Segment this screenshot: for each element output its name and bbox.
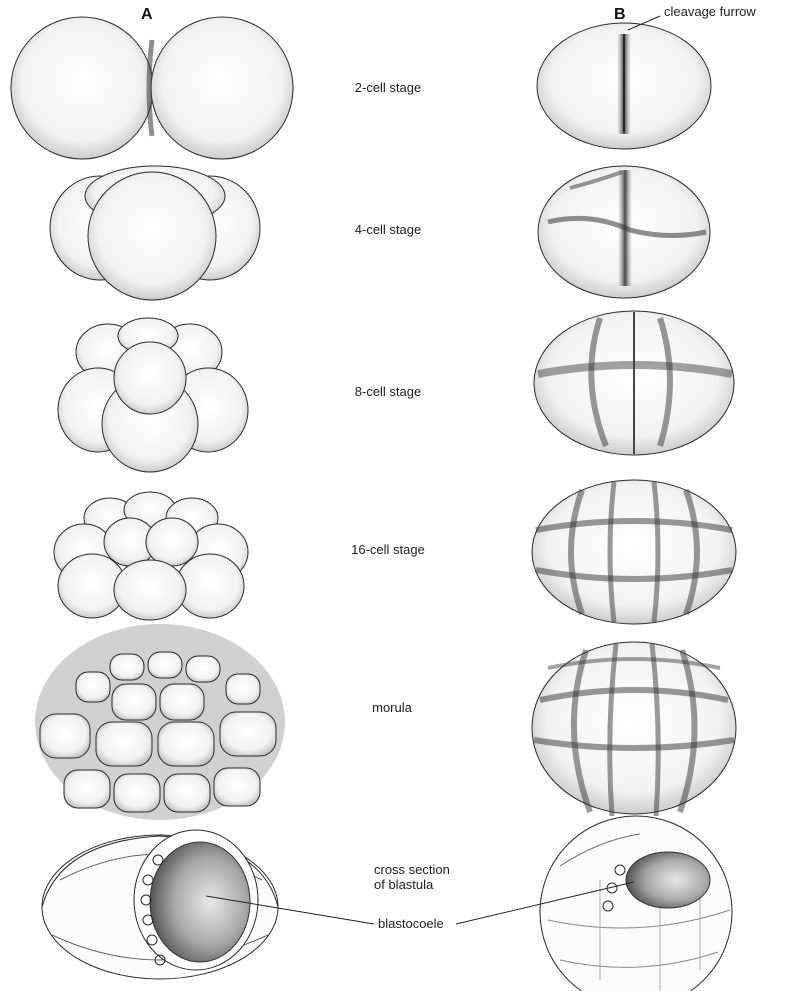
a-morula bbox=[35, 624, 285, 820]
b-4-cell-embryo bbox=[538, 166, 710, 298]
a-blastula-section bbox=[42, 830, 278, 979]
a-8-cell-embryo bbox=[58, 318, 248, 472]
b-16-cell-embryo bbox=[532, 480, 736, 624]
stage-label-morula: morula bbox=[372, 700, 412, 715]
stage-label-2-cell: 2-cell stage bbox=[355, 80, 421, 95]
a-4-cell-embryo bbox=[50, 166, 260, 300]
blastocoele-label: blastocoele bbox=[378, 916, 444, 931]
column-b-header: B bbox=[614, 6, 626, 24]
column-a-header: A bbox=[141, 6, 153, 24]
stage-label-8-cell: 8-cell stage bbox=[355, 384, 421, 399]
a-16-cell-embryo bbox=[54, 492, 248, 620]
b-2-cell-embryo bbox=[537, 23, 711, 149]
cleavage-furrow-label: cleavage furrow bbox=[664, 4, 756, 19]
stage-label-16-cell: 16-cell stage bbox=[351, 542, 425, 557]
b-8-cell-embryo bbox=[534, 311, 734, 455]
b-morula bbox=[532, 642, 736, 816]
a-2-cell-embryo bbox=[11, 17, 293, 159]
stage-label-4-cell: 4-cell stage bbox=[355, 222, 421, 237]
b-blastula-section bbox=[540, 816, 732, 991]
stage-label-blastula: cross section of blastula bbox=[374, 862, 450, 892]
